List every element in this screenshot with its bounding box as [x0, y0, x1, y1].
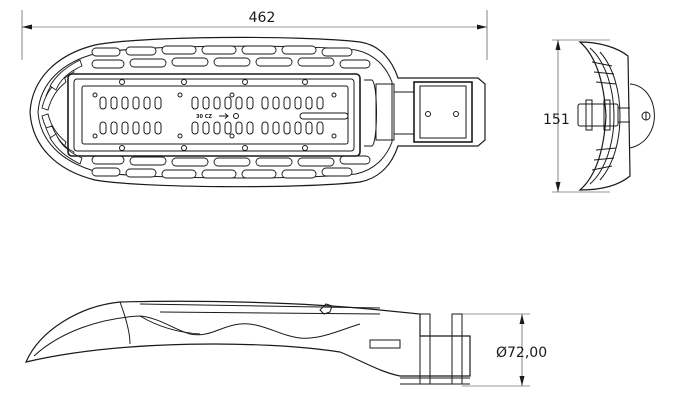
bottom-fins [91, 155, 371, 179]
pole-mount-top [364, 79, 473, 147]
top-fins [91, 45, 371, 69]
arrow-right-icon [219, 113, 229, 119]
elevation-view: Ø72,00 [24, 300, 547, 387]
small-circle-icon [233, 113, 239, 119]
dimension-diameter-label: Ø72,00 [496, 345, 547, 361]
led-module: 30 CZ [67, 73, 361, 157]
top-view: 462 [21, 10, 488, 188]
side-view: 151 [543, 39, 655, 193]
dimension-diameter: Ø72,00 [462, 313, 547, 387]
dimension-462: 462 [21, 10, 488, 60]
module-marking: 30 CZ [196, 114, 212, 120]
dimension-462-label: 462 [249, 10, 276, 26]
dimension-151: 151 [543, 39, 610, 193]
dimension-151-label: 151 [543, 112, 570, 128]
